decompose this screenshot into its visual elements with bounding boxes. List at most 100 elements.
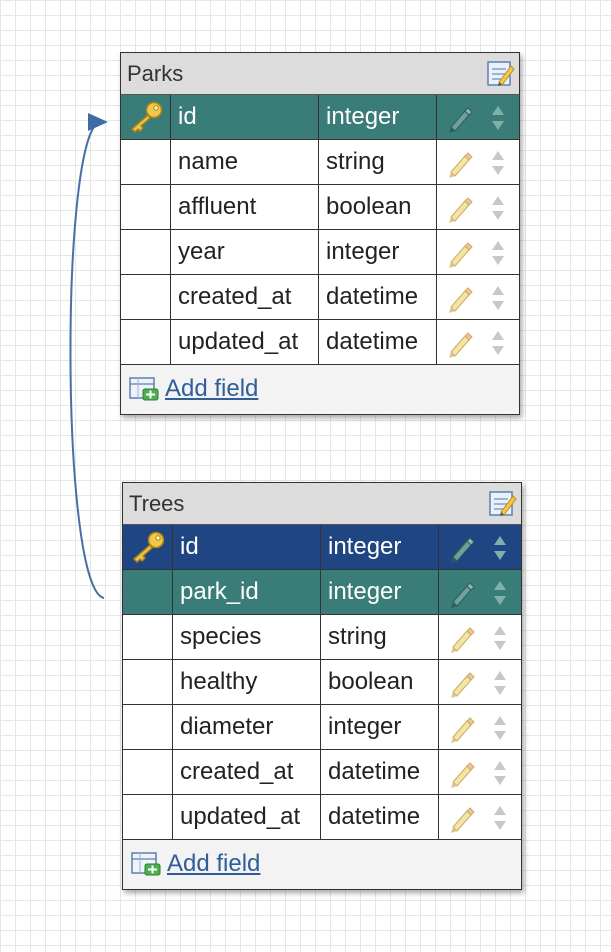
- field-type[interactable]: string: [321, 615, 439, 659]
- field-type[interactable]: boolean: [319, 185, 437, 229]
- field-actions: [437, 95, 519, 139]
- sort-arrows-icon[interactable]: [493, 623, 507, 651]
- field-type[interactable]: integer: [319, 95, 437, 139]
- key-cell: [123, 615, 173, 659]
- field-name[interactable]: created_at: [171, 275, 319, 319]
- key-cell: [121, 230, 171, 274]
- field-type[interactable]: datetime: [321, 750, 439, 794]
- field-name[interactable]: affluent: [171, 185, 319, 229]
- field-name[interactable]: diameter: [173, 705, 321, 749]
- field-name[interactable]: species: [173, 615, 321, 659]
- key-cell: [123, 705, 173, 749]
- field-actions: [437, 140, 519, 184]
- field-name[interactable]: name: [171, 140, 319, 184]
- edit-table-icon[interactable]: [487, 488, 517, 518]
- sort-arrows-icon[interactable]: [493, 758, 507, 786]
- key-cell: [123, 660, 173, 704]
- sort-arrows-icon[interactable]: [493, 668, 507, 696]
- pencil-icon[interactable]: [447, 104, 473, 133]
- sort-arrows-icon[interactable]: [491, 193, 505, 221]
- field-name[interactable]: id: [173, 525, 321, 569]
- pencil-icon[interactable]: [447, 149, 473, 178]
- pencil-icon[interactable]: [449, 804, 475, 833]
- sort-arrows-icon[interactable]: [493, 578, 507, 606]
- sort-arrows-icon[interactable]: [491, 238, 505, 266]
- field-actions: [439, 750, 521, 794]
- field-name[interactable]: updated_at: [173, 795, 321, 839]
- add-field-icon[interactable]: [129, 376, 159, 402]
- pencil-icon[interactable]: [447, 239, 473, 268]
- field-actions: [437, 320, 519, 364]
- trees-table-title: Trees: [129, 491, 185, 516]
- sort-arrows-icon[interactable]: [493, 713, 507, 741]
- key-icon: [128, 101, 164, 133]
- field-actions: [437, 185, 519, 229]
- parks-table-title: Parks: [127, 61, 184, 86]
- field-actions: [437, 230, 519, 274]
- edit-table-icon[interactable]: [485, 58, 515, 88]
- field-type[interactable]: integer: [321, 525, 439, 569]
- relation-arrowhead: [88, 113, 108, 131]
- trees-table-title-bar[interactable]: Trees: [123, 483, 521, 525]
- field-name[interactable]: year: [171, 230, 319, 274]
- field-name[interactable]: created_at: [173, 750, 321, 794]
- field-name[interactable]: park_id: [173, 570, 321, 614]
- pencil-icon[interactable]: [449, 759, 475, 788]
- key-icon: [130, 531, 166, 563]
- field-type[interactable]: integer: [319, 230, 437, 274]
- field-actions: [439, 570, 521, 614]
- field-name[interactable]: updated_at: [171, 320, 319, 364]
- field-type[interactable]: integer: [321, 705, 439, 749]
- pencil-icon[interactable]: [447, 329, 473, 358]
- sort-arrows-icon[interactable]: [491, 283, 505, 311]
- field-type[interactable]: datetime: [319, 320, 437, 364]
- field-type[interactable]: datetime: [321, 795, 439, 839]
- sort-arrows-icon[interactable]: [493, 803, 507, 831]
- field-type[interactable]: boolean: [321, 660, 439, 704]
- pencil-icon[interactable]: [449, 579, 475, 608]
- field-type[interactable]: integer: [321, 570, 439, 614]
- key-cell: [123, 795, 173, 839]
- field-name[interactable]: id: [171, 95, 319, 139]
- field-name[interactable]: healthy: [173, 660, 321, 704]
- sort-arrows-icon[interactable]: [491, 328, 505, 356]
- pencil-icon[interactable]: [447, 194, 473, 223]
- pencil-icon[interactable]: [449, 624, 475, 653]
- trees-add-field-link[interactable]: Add field: [167, 850, 261, 877]
- key-cell: [123, 525, 173, 569]
- field-actions: [439, 795, 521, 839]
- sort-arrows-icon[interactable]: [493, 533, 507, 561]
- field-actions: [437, 275, 519, 319]
- field-type[interactable]: datetime: [319, 275, 437, 319]
- pencil-icon[interactable]: [449, 669, 475, 698]
- pencil-icon[interactable]: [447, 284, 473, 313]
- key-cell: [121, 320, 171, 364]
- parks-table-title-bar[interactable]: Parks: [121, 53, 519, 95]
- field-actions: [439, 525, 521, 569]
- pencil-icon[interactable]: [449, 714, 475, 743]
- parks-add-field-link[interactable]: Add field: [165, 375, 259, 402]
- sort-arrows-icon[interactable]: [491, 103, 505, 131]
- pencil-icon[interactable]: [449, 534, 475, 563]
- field-type[interactable]: string: [319, 140, 437, 184]
- sort-arrows-icon[interactable]: [491, 148, 505, 176]
- add-field-icon[interactable]: [131, 851, 161, 877]
- trees-add-field-row: Add field: [123, 840, 521, 889]
- field-actions: [439, 660, 521, 704]
